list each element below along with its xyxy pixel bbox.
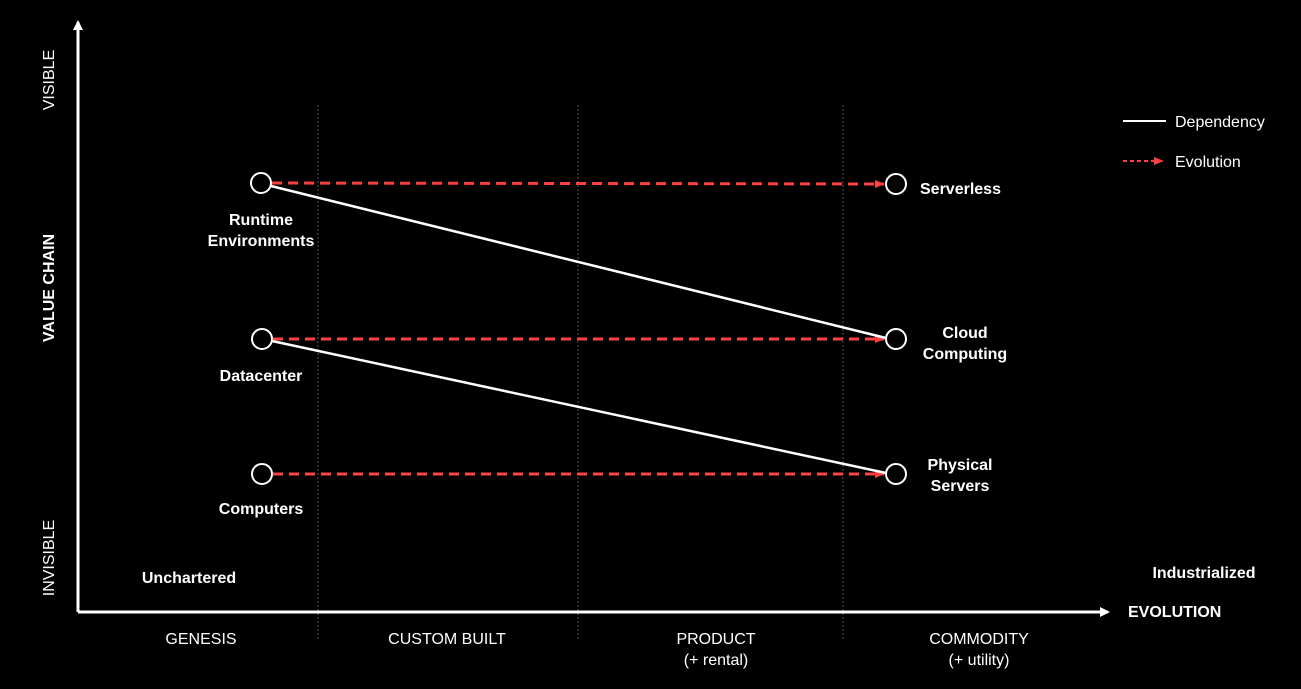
corner-industrialized: Industrialized <box>1152 565 1255 582</box>
node-physical-servers[interactable] <box>885 463 907 485</box>
legend-dependency-label: Dependency <box>1175 114 1265 131</box>
evolution-runtime-to-serverless <box>271 179 885 188</box>
corner-unchartered: Unchartered <box>142 570 236 587</box>
label-cloud-line2: Computing <box>923 346 1007 363</box>
stage-commodity: COMMODITY <box>929 631 1029 648</box>
y-axis-visible: VISIBLE <box>41 50 58 110</box>
label-runtime-line2: Environments <box>208 233 315 250</box>
label-computers: Computers <box>219 501 304 518</box>
label-physical-line2: Servers <box>931 478 990 495</box>
dependency-runtime-cloud <box>270 184 887 340</box>
stage-product: PRODUCT <box>676 631 755 648</box>
node-computers[interactable] <box>251 463 273 485</box>
stage-genesis: GENESIS <box>165 631 236 648</box>
stage-product-sub: (+ rental) <box>684 652 748 669</box>
stage-dividers <box>317 105 844 640</box>
legend-evolution-label: Evolution <box>1175 154 1241 171</box>
label-physical-line1: Physical <box>928 457 993 474</box>
y-axis-invisible: INVISIBLE <box>41 520 58 596</box>
node-serverless[interactable] <box>885 173 907 195</box>
y-axis-title: VALUE CHAIN <box>41 234 58 342</box>
node-runtime-environments[interactable] <box>250 172 272 194</box>
node-cloud-computing[interactable] <box>885 328 907 350</box>
label-cloud-line1: Cloud <box>942 325 987 342</box>
dependency-datacenter-physical <box>271 339 887 475</box>
label-datacenter: Datacenter <box>220 368 303 385</box>
stage-commodity-sub: (+ utility) <box>949 652 1010 669</box>
label-runtime-line1: Runtime <box>229 212 293 229</box>
label-serverless: Serverless <box>920 181 1001 198</box>
stage-custom-built: CUSTOM BUILT <box>388 631 506 648</box>
node-datacenter[interactable] <box>251 328 273 350</box>
x-axis-title: EVOLUTION <box>1128 604 1221 621</box>
